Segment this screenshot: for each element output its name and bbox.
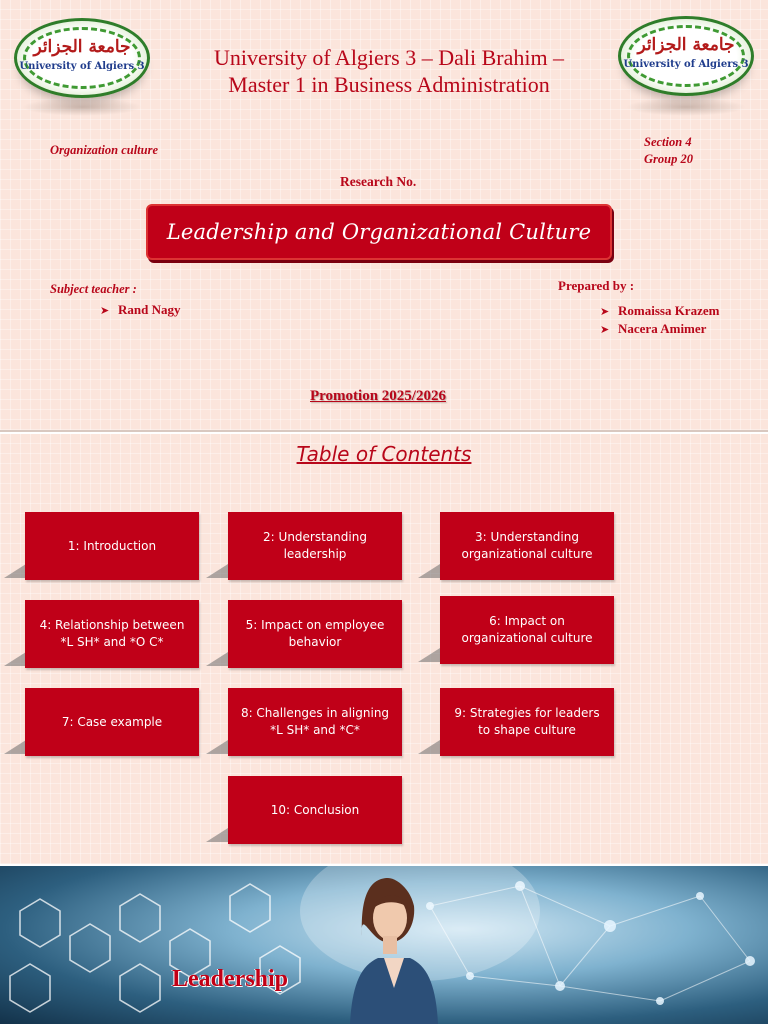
university-logo-right: جامعة الجزائر University of Algiers 3 — [618, 16, 754, 96]
fold-shadow — [4, 740, 26, 754]
laurel-wreath-icon — [23, 27, 141, 89]
teacher-name: Rand Nagy — [118, 302, 181, 317]
teacher-label: Subject teacher : — [50, 282, 137, 296]
cover-page: جامعة الجزائر University of Algiers 3 جا… — [0, 0, 768, 432]
research-number: Research No. — [340, 174, 417, 189]
woman-figure — [350, 878, 438, 1024]
university-line-1: University of Algiers 3 – Dali Brahim – — [213, 45, 565, 70]
course-name: Organization culture — [50, 143, 159, 157]
section-group: Section 4 Group 20 — [644, 134, 693, 168]
toc-item-conclusion[interactable]: 10: Conclusion — [228, 776, 402, 844]
group-label: Group 20 — [644, 152, 693, 166]
toc-item-organizational-impact[interactable]: 6: Impact on organizational culture — [440, 596, 614, 664]
laurel-wreath-icon — [627, 25, 745, 87]
logo-latin-text: University of Algiers 3 — [623, 59, 749, 70]
promotion-year: Promotion 2025/2026 — [310, 388, 446, 404]
logo-arabic-text: جامعة الجزائر — [637, 35, 735, 55]
fold-shadow — [206, 652, 228, 666]
arrow-bullet-icon: ➤ — [600, 323, 610, 336]
university-heading: University of Algiers 3 – Dali Brahim – … — [150, 44, 628, 98]
prepared-by-label: Prepared by : — [558, 278, 635, 293]
university-logo-left: جامعة الجزائر University of Algiers 3 — [14, 18, 150, 98]
author-name: Romaissa Krazem — [618, 303, 720, 318]
leadership-image-page: Leadership — [0, 866, 768, 1024]
title-banner: Leadership and Organizational Culture — [146, 204, 612, 260]
toc-item-challenges[interactable]: 8: Challenges in aligning *L SH* and *C* — [228, 688, 402, 756]
fold-shadow — [4, 652, 26, 666]
fold-shadow — [418, 648, 440, 662]
authors-list: ➤ Romaissa Krazem ➤ Nacera Amimer — [600, 302, 719, 338]
section-label: Section 4 — [644, 135, 692, 149]
toc-page: Table of Contents 1: Introduction 2: Und… — [0, 434, 768, 864]
network-illustration — [9, 866, 755, 1024]
arrow-bullet-icon: ➤ — [100, 304, 110, 317]
arrow-bullet-icon: ➤ — [600, 305, 610, 318]
logo-latin-text: University of Algiers 3 — [19, 61, 145, 72]
toc-item-strategies[interactable]: 9: Strategies for leaders to shape cultu… — [440, 688, 614, 756]
logo-arabic-text: جامعة الجزائر — [33, 37, 131, 57]
university-line-2: Master 1 in Business Administration — [228, 72, 550, 97]
author-item: ➤ Romaissa Krazem — [600, 302, 719, 320]
author-item: ➤ Nacera Amimer — [600, 320, 719, 338]
fold-shadow — [418, 740, 440, 754]
toc-item-understanding-culture[interactable]: 3: Understanding organizational culture — [440, 512, 614, 580]
logo-shadow — [626, 98, 746, 116]
toc-item-relationship[interactable]: 4: Relationship between *L SH* and *O C* — [25, 600, 199, 668]
logo-shadow — [22, 98, 142, 116]
fold-shadow — [206, 828, 228, 842]
fold-shadow — [418, 564, 440, 578]
toc-item-introduction[interactable]: 1: Introduction — [25, 512, 199, 580]
fold-shadow — [206, 564, 228, 578]
toc-title: Table of Contents — [296, 442, 472, 466]
leadership-title: Leadership — [172, 966, 289, 992]
toc-item-understanding-leadership[interactable]: 2: Understanding leadership — [228, 512, 402, 580]
fold-shadow — [4, 564, 26, 578]
author-name: Nacera Amimer — [618, 321, 707, 336]
document-title: Leadership and Organizational Culture — [166, 220, 592, 244]
toc-item-case-example[interactable]: 7: Case example — [25, 688, 199, 756]
teacher-item: ➤ Rand Nagy — [100, 302, 181, 318]
toc-item-employee-behavior[interactable]: 5: Impact on employee behavior — [228, 600, 402, 668]
fold-shadow — [206, 740, 228, 754]
